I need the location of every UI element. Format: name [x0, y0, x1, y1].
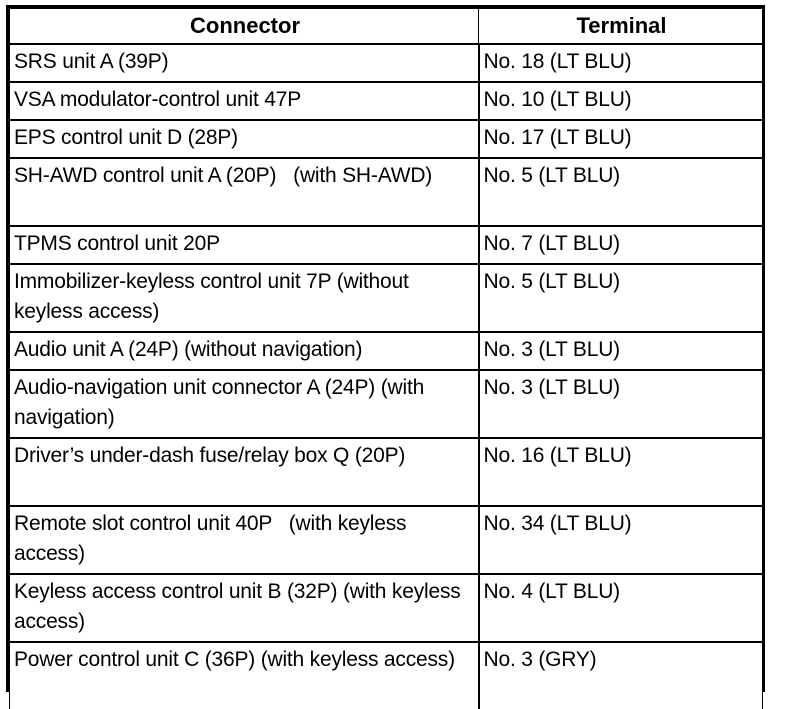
cell-connector: VSA modulator-control unit 47P: [9, 81, 480, 120]
table-header-row: Connector Terminal: [9, 8, 763, 45]
table-row: Audio-navigation unit connector A (24P) …: [9, 369, 763, 438]
terminal-text: No. 34 (LT BLU): [483, 512, 632, 535]
connector-terminal-table-container: Connector Terminal SRS unit A (39P) No. 1…: [6, 5, 765, 709]
terminal-text: No. 5 (LT BLU): [483, 270, 621, 293]
cell-terminal: No. 34 (LT BLU): [478, 505, 763, 574]
cell-terminal: No. 4 (LT BLU): [478, 573, 763, 642]
cell-terminal: No. 3 (LT BLU): [478, 369, 763, 438]
table-body: SRS unit A (39P) No. 18 (LT BLU) VSA modul…: [9, 43, 763, 709]
connector-text: Immobilizer-keyless control unit 7P (wit…: [14, 270, 415, 323]
cell-connector: SH-AWD control unit A (20P) (with SH-AWD…: [9, 157, 480, 226]
terminal-text: No. 4 (LT BLU): [483, 580, 621, 603]
table-row: Immobilizer-keyless control unit 7P (wit…: [9, 263, 763, 332]
cell-terminal: No. 5 (LT BLU): [478, 157, 763, 226]
table-row: EPS control unit D (28P) No. 17 (LT BLU): [9, 119, 763, 158]
cell-terminal: No. 18 (LT BLU): [478, 43, 763, 82]
cell-connector: EPS control unit D (28P): [9, 119, 480, 158]
table-header: Connector Terminal: [9, 8, 763, 45]
connector-text: Remote slot control unit 40P (with keyle…: [14, 512, 412, 565]
table-row: Keyless access control unit B (32P) (wit…: [9, 573, 763, 642]
table-row: TPMS control unit 20P No. 7 (LT BLU): [9, 225, 763, 264]
cell-terminal: No. 10 (LT BLU): [478, 81, 763, 120]
terminal-text: No. 17 (LT BLU): [483, 126, 632, 149]
connector-text: Audio unit A (24P) (without navigation): [14, 338, 363, 361]
cell-terminal: No. 3 (GRY): [478, 641, 763, 709]
cell-connector: TPMS control unit 20P: [9, 225, 480, 264]
table-row: Power control unit C (36P) (with keyless…: [9, 641, 763, 709]
cell-connector: Driver’s under-dash fuse/relay box Q (20…: [9, 437, 480, 506]
column-header-connector: Connector: [9, 8, 479, 45]
cell-connector: Power control unit C (36P) (with keyless…: [9, 641, 480, 709]
cell-terminal: No. 5 (LT BLU): [478, 263, 763, 332]
terminal-text: No. 7 (LT BLU): [483, 232, 621, 255]
cell-connector: Audio-navigation unit connector A (24P) …: [9, 369, 480, 438]
connector-text: SH-AWD control unit A (20P) (with SH-AWD…: [14, 164, 433, 187]
cell-terminal: No. 3 (LT BLU): [478, 331, 763, 370]
connector-text: TPMS control unit 20P: [14, 232, 220, 255]
cell-terminal: No. 7 (LT BLU): [478, 225, 763, 264]
connector-text: Driver’s under-dash fuse/relay box Q (20…: [14, 444, 406, 467]
column-header-terminal: Terminal: [478, 8, 763, 45]
connector-terminal-table: Connector Terminal SRS unit A (39P) No. 1…: [9, 8, 763, 709]
cell-connector: Audio unit A (24P) (without navigation): [9, 331, 480, 370]
cell-connector: Immobilizer-keyless control unit 7P (wit…: [9, 263, 480, 332]
connector-text: SRS unit A (39P): [14, 50, 169, 73]
terminal-text: No. 5 (LT BLU): [483, 164, 621, 187]
connector-text: VSA modulator-control unit 47P: [14, 88, 301, 111]
table-row: SRS unit A (39P) No. 18 (LT BLU): [9, 43, 763, 82]
terminal-text: No. 3 (LT BLU): [483, 376, 621, 399]
connector-text: Keyless access control unit B (32P) (wit…: [14, 580, 467, 633]
table-row: Audio unit A (24P) (without navigation) N…: [9, 331, 763, 370]
table-row: VSA modulator-control unit 47P No. 10 (LT…: [9, 81, 763, 120]
terminal-text: No. 10 (LT BLU): [483, 88, 632, 111]
cell-terminal: No. 17 (LT BLU): [478, 119, 763, 158]
cell-connector: SRS unit A (39P): [9, 43, 480, 82]
cell-connector: Remote slot control unit 40P (with keyle…: [9, 505, 480, 574]
table-row: SH-AWD control unit A (20P) (with SH-AWD…: [9, 157, 763, 226]
terminal-text: No. 18 (LT BLU): [483, 50, 632, 73]
terminal-text: No. 3 (LT BLU): [483, 338, 621, 361]
terminal-text: No. 3 (GRY): [483, 648, 597, 671]
cell-terminal: No. 16 (LT BLU): [478, 437, 763, 506]
table-row: Driver’s under-dash fuse/relay box Q (20…: [9, 437, 763, 506]
cell-connector: Keyless access control unit B (32P) (wit…: [9, 573, 480, 642]
connector-text: Power control unit C (36P) (with keyless…: [14, 648, 455, 671]
connector-text: Audio-navigation unit connector A (24P) …: [14, 376, 430, 429]
table-row: Remote slot control unit 40P (with keyle…: [9, 505, 763, 574]
terminal-text: No. 16 (LT BLU): [483, 444, 632, 467]
connector-text: EPS control unit D (28P): [14, 126, 238, 149]
